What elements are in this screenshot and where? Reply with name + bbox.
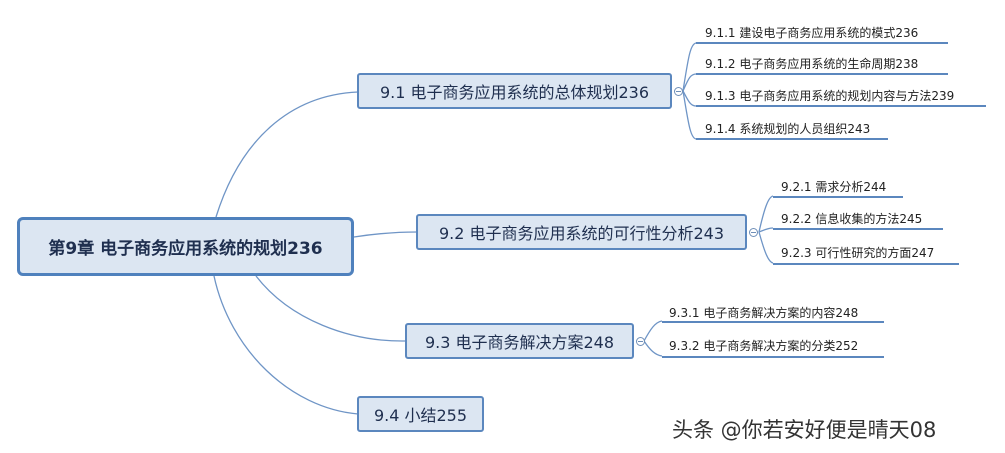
watermark-text: 头条 @你若安好便是晴天08 bbox=[672, 418, 937, 442]
link-9-2-3 bbox=[758, 231, 774, 264]
root-node[interactable]: 第9章 电子商务应用系统的规划236 bbox=[17, 217, 354, 276]
section-node-9-1[interactable]: 9.1 电子商务应用系统的总体规划236 bbox=[357, 73, 672, 109]
leaf-underline bbox=[696, 138, 888, 140]
leaf-9-1-1[interactable]: 9.1.1 建设电子商务应用系统的模式236 bbox=[705, 26, 919, 40]
leaf-9-1-4[interactable]: 9.1.4 系统规划的人员组织243 bbox=[705, 122, 871, 136]
link-root-9-2 bbox=[353, 231, 418, 238]
link-root-9-1 bbox=[215, 91, 359, 218]
link-9-1-1 bbox=[682, 42, 697, 92]
link-9-2-2 bbox=[758, 227, 774, 233]
section-node-9-3[interactable]: 9.3 电子商务解决方案248 bbox=[405, 323, 634, 359]
leaf-underline bbox=[696, 105, 986, 107]
leaf-underline bbox=[773, 263, 959, 265]
leaf-underline bbox=[662, 321, 884, 323]
leaf-underline bbox=[773, 228, 943, 230]
leaf-underline bbox=[696, 42, 948, 44]
leaf-9-2-1[interactable]: 9.2.1 需求分析244 bbox=[781, 180, 887, 194]
collapse-icon[interactable] bbox=[749, 228, 758, 237]
leaf-9-2-2[interactable]: 9.2.2 信息收集的方法245 bbox=[781, 212, 923, 226]
leaf-underline bbox=[773, 196, 903, 198]
leaf-9-3-2[interactable]: 9.3.2 电子商务解决方案的分类252 bbox=[669, 339, 859, 353]
link-9-3-1 bbox=[643, 320, 663, 342]
link-9-3-2 bbox=[643, 340, 663, 357]
link-root-9-4 bbox=[213, 275, 359, 415]
leaf-9-3-1[interactable]: 9.3.1 电子商务解决方案的内容248 bbox=[669, 306, 859, 320]
link-9-1-2 bbox=[682, 73, 697, 92]
leaf-9-1-2[interactable]: 9.1.2 电子商务应用系统的生命周期238 bbox=[705, 57, 919, 71]
link-9-1-4 bbox=[682, 90, 697, 140]
leaf-underline bbox=[696, 73, 948, 75]
leaf-9-2-3[interactable]: 9.2.3 可行性研究的方面247 bbox=[781, 246, 935, 260]
leaf-underline bbox=[662, 356, 884, 358]
link-root-9-3 bbox=[255, 275, 407, 342]
link-9-1-3 bbox=[682, 90, 697, 107]
collapse-icon[interactable] bbox=[674, 87, 683, 96]
link-9-2-1 bbox=[758, 195, 774, 233]
leaf-9-1-3[interactable]: 9.1.3 电子商务应用系统的规划内容与方法239 bbox=[705, 89, 955, 103]
section-node-9-2[interactable]: 9.2 电子商务应用系统的可行性分析243 bbox=[416, 214, 747, 250]
collapse-icon[interactable] bbox=[636, 337, 645, 346]
section-node-9-4[interactable]: 9.4 小结255 bbox=[357, 396, 484, 432]
